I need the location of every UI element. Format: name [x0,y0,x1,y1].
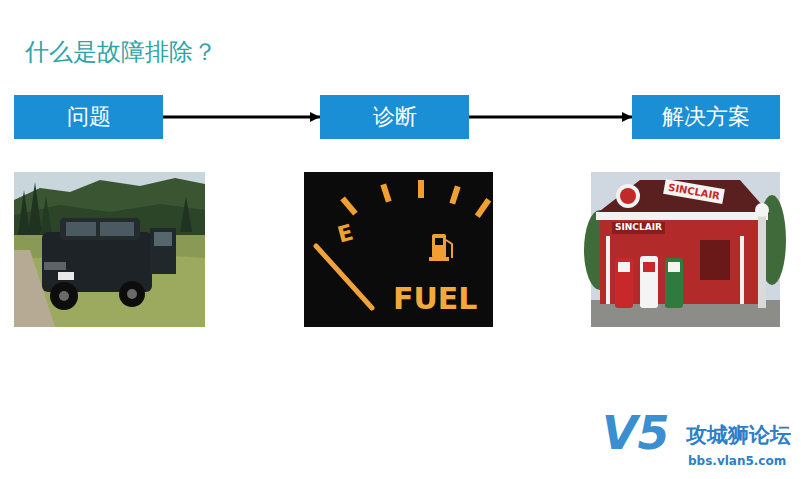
gas-station-photo-part [640,256,658,308]
gas-station-photo-part [596,212,768,220]
gas-station-photo-part [615,258,633,308]
box-label: 解决方案 [662,104,750,130]
jeep-photo-part [18,190,30,235]
gas-station-photo-part [620,188,636,204]
jeep-photo-part [150,228,176,274]
fuel-gauge-photo-part [475,198,491,218]
fuel-gauge-photo-part [435,238,443,245]
jeep-photo-part [50,282,78,310]
gauge-text: FUEL [393,282,477,315]
gas-station-photo-part [665,258,683,308]
jeep-photo-part [59,291,69,301]
flow-arrow [469,116,632,119]
station-sign: SINCLAIR [612,222,665,234]
watermark: bbs.vlan5.com [688,455,786,468]
fuel-gauge-photo-part [418,180,424,198]
jeep-photo-part [119,281,145,307]
fuel-gauge-photo-part [446,240,452,258]
gas-station-photo-part [700,240,730,280]
page-title: 什么是故障排除？ [25,36,217,68]
fuel-gauge-photo-part [429,257,449,261]
jeep-photo-part [100,222,134,236]
fuel-gauge-photo-part [432,234,446,258]
process-box: 诊断 [320,95,469,139]
gas-station-photo-part [606,236,610,304]
jeep-photo-part [14,172,205,327]
jeep-photo-part [14,178,205,240]
gas-station-photo-part [618,262,630,272]
gas-station-photo [584,172,786,327]
box-label: 问题 [67,104,111,130]
jeep-photo-part [154,232,172,246]
jeep-photo-part [40,196,52,235]
fuel-gauge-photo-part [304,172,493,327]
jeep-photo-part [180,196,192,232]
gas-station-photo-part [755,203,769,217]
jeep-photo-part [44,262,66,270]
process-box: 问题 [14,95,163,139]
gas-station-photo-part [668,262,680,272]
jeep-photo [14,172,205,327]
watermark: 攻城狮论坛 [686,424,791,447]
jeep-photo-part [28,182,42,235]
flow-arrow [163,116,320,119]
gas-station-photo-part [616,184,640,208]
fuel-gauge-photo-part [340,196,357,215]
gas-station-photo-part [643,262,655,272]
gas-station-photo-part [758,212,766,308]
jeep-photo-part [127,289,137,299]
box-label: 诊断 [373,104,417,130]
gas-station-photo-part [591,172,780,327]
process-box: 解决方案 [632,95,780,139]
fuel-gauge-photo-part [316,246,372,308]
jeep-photo-part [58,272,74,280]
fuel-gauge-photo [304,172,493,327]
fuel-gauge-photo-part [380,184,391,203]
gas-station-photo-part [740,236,744,304]
fuel-gauge-photo-part [449,186,460,205]
jeep-photo-part [60,218,140,240]
watermark-logo: V5 [602,408,670,459]
jeep-photo-part [66,222,96,236]
